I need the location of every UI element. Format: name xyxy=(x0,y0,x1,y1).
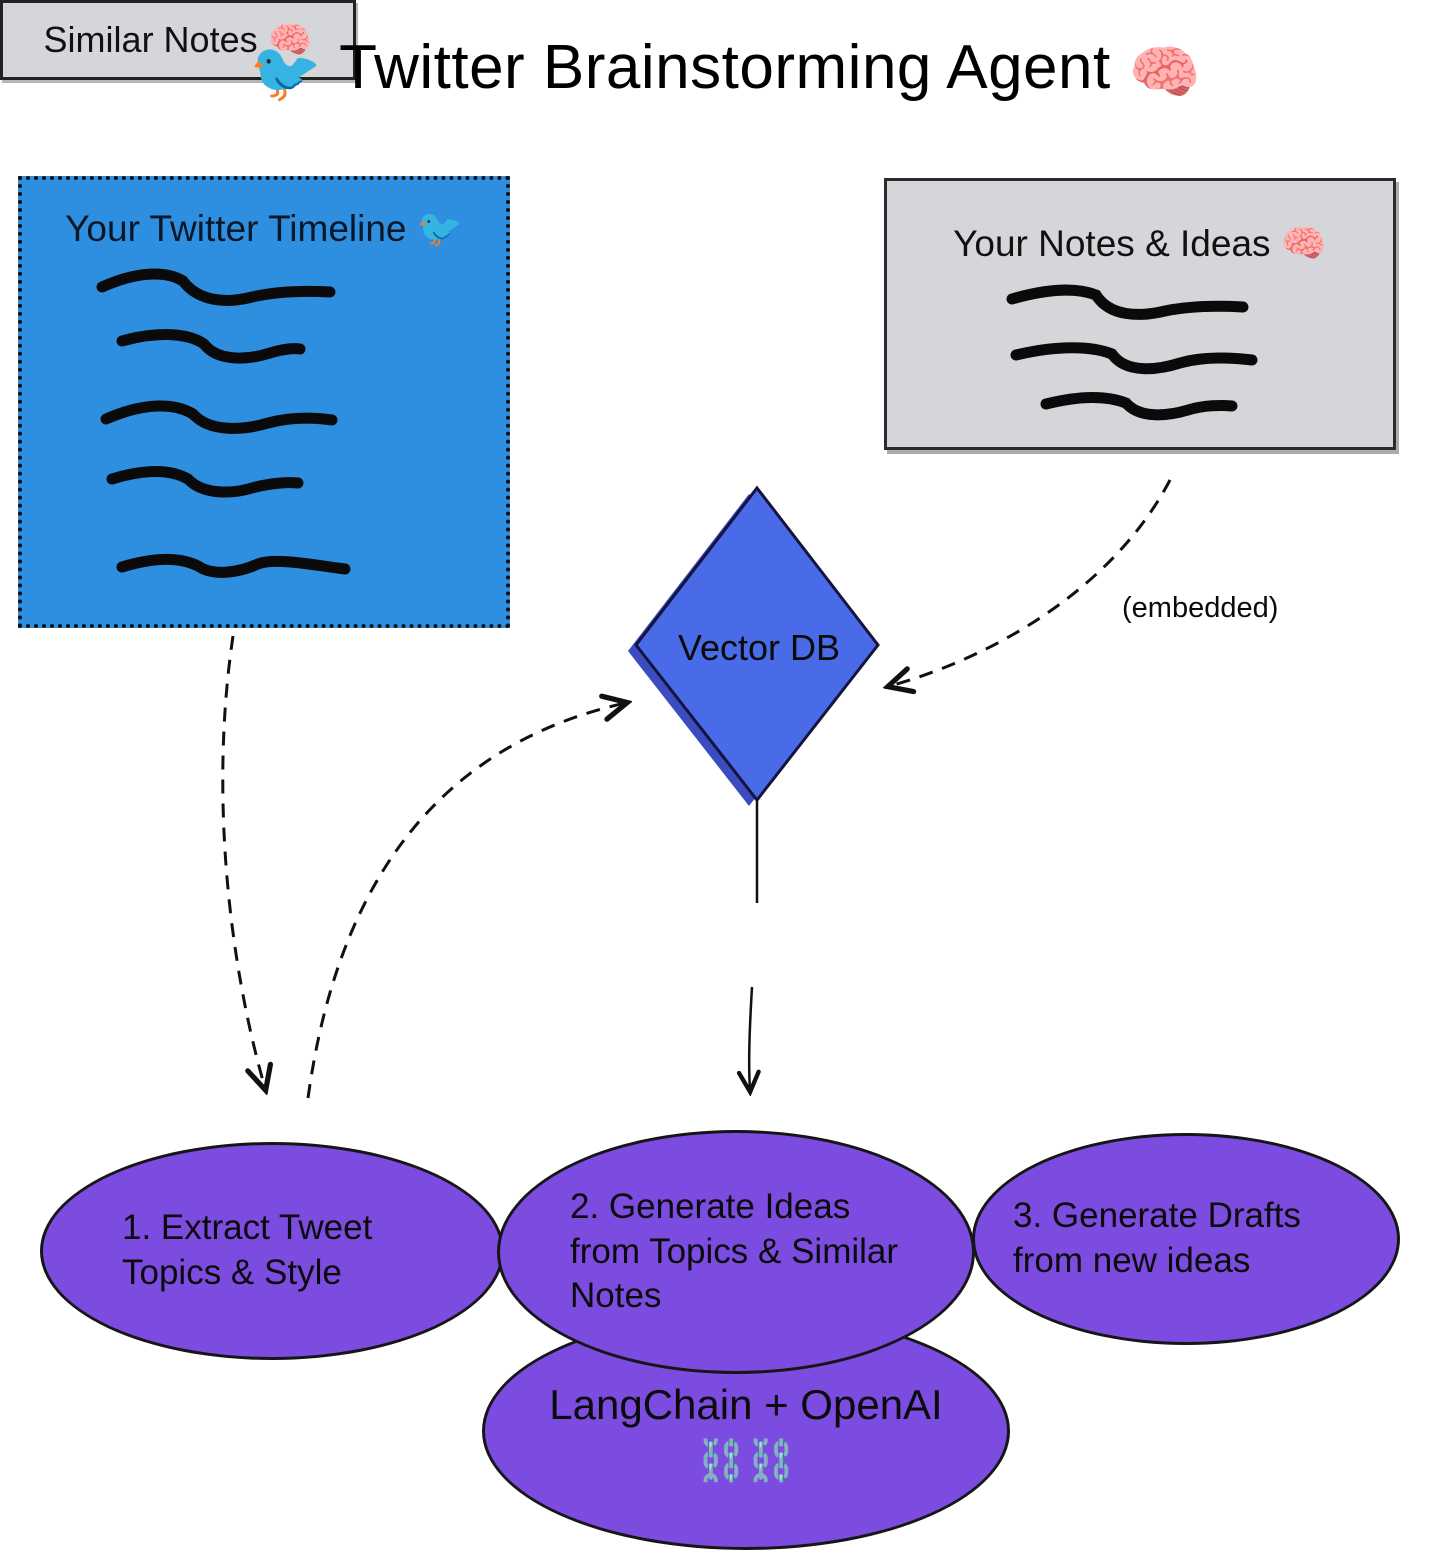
step1-label: 1. Extract Tweet Topics & Style xyxy=(122,1208,373,1292)
brain-icon: 🧠 xyxy=(1280,223,1327,264)
arrow-step1-to-vector-db xyxy=(306,703,625,1099)
step3-label: 3. Generate Drafts from new ideas xyxy=(1013,1196,1301,1280)
arrow-notes-to-vector-db xyxy=(890,479,1172,686)
chains-icon: ⛓️⛓️ xyxy=(696,1439,796,1484)
vector-db-label: Vector DB xyxy=(677,627,841,668)
notes-ideas-label-text: Your Notes & Ideas xyxy=(953,223,1271,264)
arrow-timeline-to-step1 xyxy=(221,635,265,1088)
twitter-timeline-node: Your Twitter Timeline 🐦 xyxy=(18,176,510,628)
twitter-timeline-label: Your Twitter Timeline 🐦 xyxy=(22,208,506,251)
similar-notes-label-text: Similar Notes xyxy=(43,19,258,60)
step1-extract-topics-node: 1. Extract Tweet Topics & Style xyxy=(40,1142,504,1360)
bird-icon: 🐦 xyxy=(416,208,463,249)
page-title-text: Twitter Brainstorming Agent xyxy=(339,33,1111,102)
bird-icon: 🐦 xyxy=(249,40,323,105)
step3-generate-drafts-node: 3. Generate Drafts from new ideas xyxy=(972,1133,1400,1345)
twitter-timeline-label-text: Your Twitter Timeline xyxy=(65,208,407,249)
arrow-similar-notes-to-step2 xyxy=(749,986,752,1090)
similar-notes-node: Similar Notes 🧠 xyxy=(0,0,356,80)
brain-icon: 🧠 xyxy=(267,19,313,60)
step2-generate-ideas-node: 2. Generate Ideas from Topics & Similar … xyxy=(497,1130,975,1374)
page-title: 🐦 Twitter Brainstorming Agent 🧠 xyxy=(0,32,1451,107)
step2-label: 2. Generate Ideas from Topics & Similar … xyxy=(570,1186,899,1316)
brain-icon: 🧠 xyxy=(1128,40,1202,105)
notes-ideas-node: Your Notes & Ideas 🧠 xyxy=(884,178,1396,450)
embedded-annotation: (embedded) xyxy=(1122,592,1279,624)
notes-ideas-label: Your Notes & Ideas 🧠 xyxy=(887,223,1393,266)
langchain-label: LangChain + OpenAI xyxy=(549,1380,943,1428)
